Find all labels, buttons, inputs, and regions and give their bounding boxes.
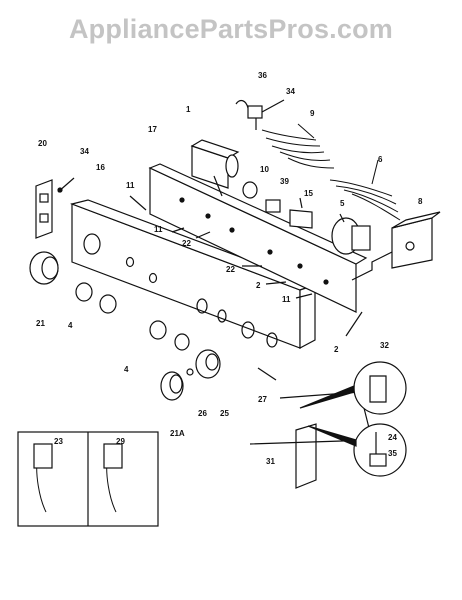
callout-26: 26 — [198, 409, 207, 418]
callout-11-bottom: 11 — [282, 295, 291, 304]
callout-22-top: 22 — [182, 239, 191, 248]
callout-2-mid: 2 — [256, 281, 261, 290]
inset-box-23-29 — [17, 431, 159, 527]
callout-23: 23 — [54, 437, 63, 446]
timer — [190, 139, 240, 197]
callout-15: 15 — [304, 189, 313, 198]
console-panel — [69, 199, 317, 349]
callout-34-top: 34 — [286, 87, 295, 96]
callout-6: 6 — [378, 155, 383, 164]
callout-21A: 21A — [170, 429, 185, 438]
callout-25: 25 — [220, 409, 229, 418]
callout-4-left: 4 — [68, 321, 73, 330]
knob-10 — [242, 181, 258, 199]
callout-39: 39 — [280, 177, 289, 186]
callout-11-mid: 11 — [154, 225, 163, 234]
side-bracket — [35, 177, 75, 239]
callout-35: 35 — [388, 449, 397, 458]
switch-39 — [265, 199, 281, 213]
knob-21A — [160, 371, 184, 401]
callout-24: 24 — [388, 433, 397, 442]
callout-11-top: 11 — [126, 181, 135, 190]
callout-36: 36 — [258, 71, 267, 80]
screws — [129, 195, 363, 381]
inset-35 — [307, 423, 407, 477]
knob-4 — [75, 282, 190, 351]
callout-20: 20 — [38, 139, 47, 148]
callouts: 36 34 9 1 17 20 34 16 10 6 11 39 15 8 5 … — [36, 71, 423, 466]
watermark: AppliancePartsPros.com — [68, 14, 393, 44]
callout-29: 29 — [116, 437, 125, 446]
callout-34-left: 34 — [80, 147, 89, 156]
wire-harness-6 — [329, 159, 401, 221]
pressure-switch — [331, 213, 371, 255]
callout-31: 31 — [266, 457, 275, 466]
callout-4-mid: 4 — [124, 365, 129, 374]
callout-8: 8 — [418, 197, 423, 206]
knob-21 — [29, 251, 59, 285]
wire-connector-36 — [235, 99, 285, 130]
callout-10: 10 — [260, 165, 269, 174]
knob-25 — [195, 349, 221, 379]
callout-5: 5 — [340, 199, 345, 208]
control-bracket — [148, 163, 368, 313]
callout-27: 27 — [258, 395, 267, 404]
knob-26 — [186, 368, 194, 376]
wire-harness-9 — [261, 123, 335, 169]
callout-32: 32 — [380, 341, 389, 350]
callout-21: 21 — [36, 319, 45, 328]
switch-15 — [289, 197, 313, 229]
inset-32 — [299, 361, 407, 415]
callout-16: 16 — [96, 163, 105, 172]
callout-1: 1 — [186, 105, 191, 114]
switch-3 — [351, 211, 441, 281]
callout-9: 9 — [310, 109, 315, 118]
bracket-31 — [249, 391, 373, 489]
callout-17: 17 — [148, 125, 157, 134]
callout-22-mid: 22 — [226, 265, 235, 274]
callout-2-bottom: 2 — [334, 345, 339, 354]
